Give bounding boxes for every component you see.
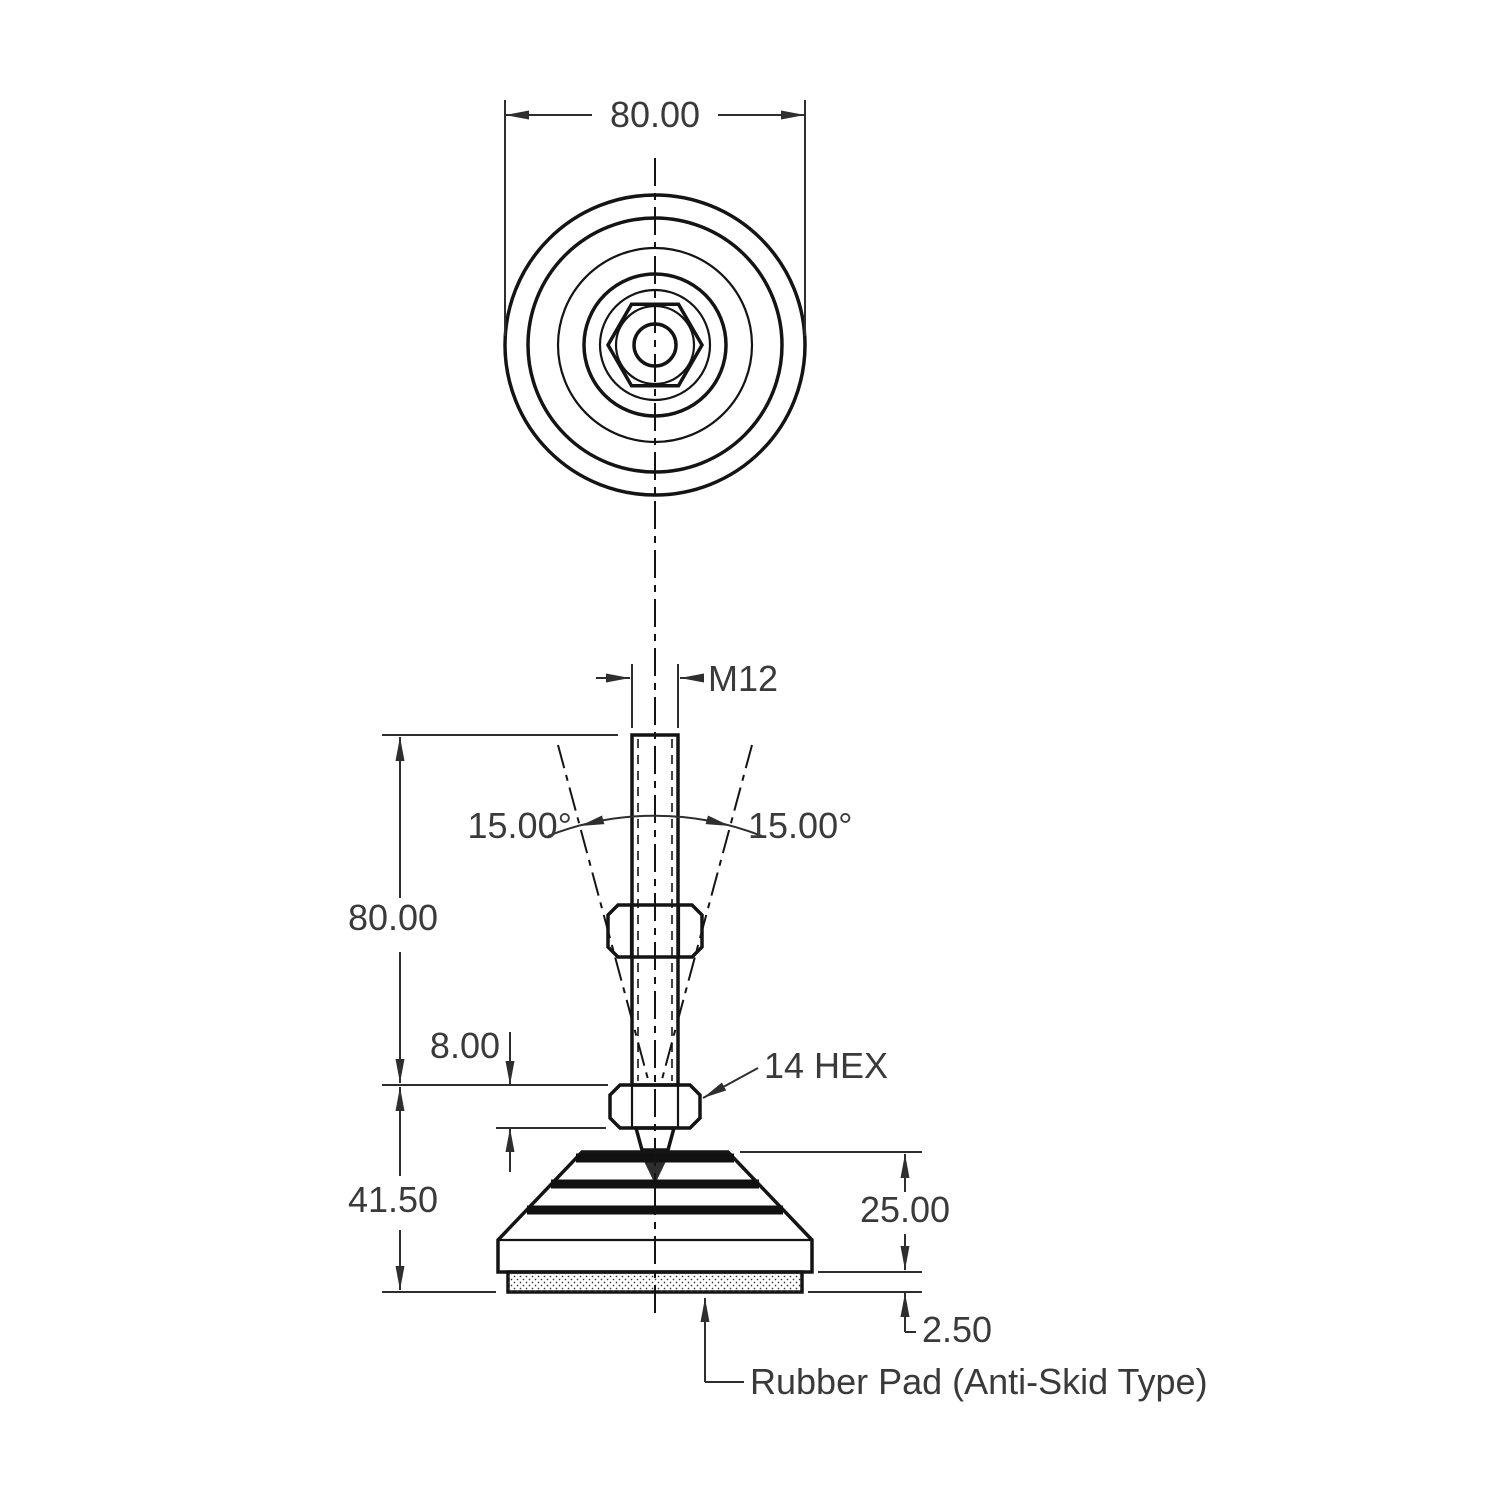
lower-hex-nut [608,1083,702,1130]
washer-circle [598,288,712,402]
front-view [496,733,814,1294]
dim-text-base-assembly-height: 41.50 [348,1179,438,1220]
ball-stud-end [633,1126,677,1152]
dim-text-pad-thickness: 2.50 [922,1309,992,1350]
dim-text-thread: M12 [708,658,778,699]
dim-swivel-angle: 15.00° 15.00° [468,744,852,1084]
rubber-pad-texture [508,1272,802,1292]
dim-text-stud-length: 80.00 [348,897,438,938]
leader-line [702,1067,759,1099]
angle-arc [547,814,763,837]
dim-text-nut-height: 8.00 [430,1025,500,1066]
arc-arrow-right [705,815,730,826]
dim-text-base-height: 25.00 [860,1189,950,1230]
dim-text-hex-size: 14 HEX [764,1045,888,1086]
angle-line-left [557,744,650,1084]
angle-line-right [660,744,753,1084]
arc-arrow-left [580,815,605,826]
dim-base-height: 25.00 [740,1151,950,1273]
dim-text-angle-left: 15.00° [468,805,572,846]
dim-pad-thickness: 2.50 [808,1291,992,1350]
dim-text-angle-right: 15.00° [748,805,852,846]
callout-hex-size: 14 HEX [702,1045,888,1099]
dim-nut-height: 8.00 [430,1025,606,1172]
dim-text-top-diameter: 80.00 [610,94,700,135]
dim-thread: M12 [596,658,778,728]
dim-top-diameter: 80.00 [504,94,806,336]
label-rubber-pad: Rubber Pad (Anti-Skid Type) [750,1361,1208,1402]
jam-nut [606,903,704,959]
callout-rubber-pad: Rubber Pad (Anti-Skid Type) [700,1298,1208,1402]
dim-base-assembly-height: 41.50 [348,1087,496,1293]
dim-stud-length: 80.00 [348,734,618,1086]
hex-nut-top [605,302,705,388]
